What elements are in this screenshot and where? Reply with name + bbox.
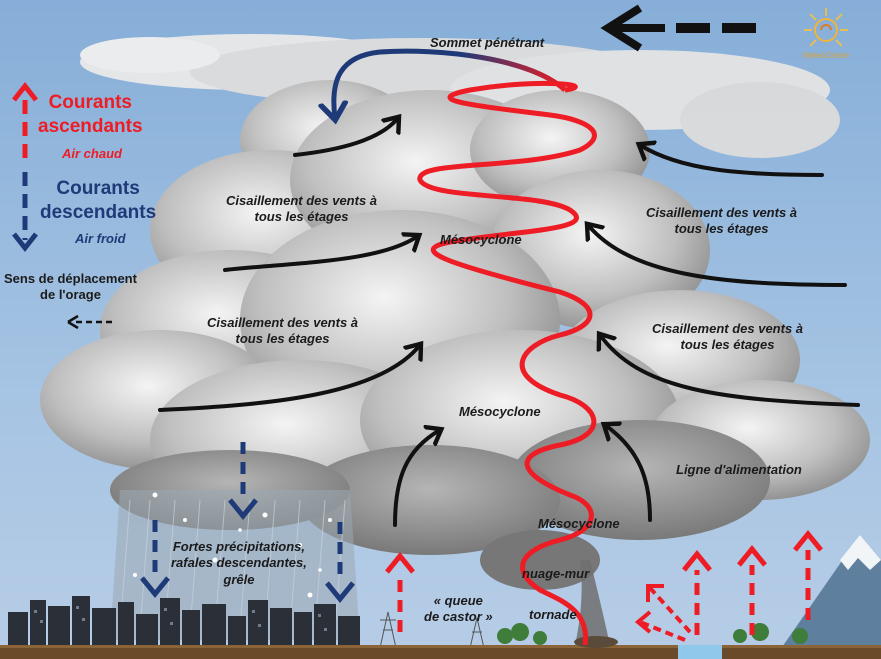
- shear-label-left-lower: Cisaillement des vents à tous les étages: [207, 315, 359, 347]
- downdraft-arrowheads: [140, 498, 355, 603]
- overshooting-top-arc: [334, 48, 567, 118]
- updraft-arrows: [397, 550, 811, 635]
- updraft-arrowheads: [385, 530, 823, 574]
- updraft-spiral: [417, 80, 597, 646]
- tornado-label: tornade: [529, 607, 577, 622]
- storm-motion-arrow: [600, 4, 756, 52]
- beaver-tail-label: « queue de castor »: [424, 593, 493, 625]
- shear-arrows-left: [158, 118, 440, 527]
- mesocyclone-label-middle: Mésocyclone: [459, 404, 541, 419]
- legend-downdraft-sub: Air froid: [75, 231, 126, 246]
- legend-updraft-sub: Air chaud: [62, 146, 122, 161]
- shear-label-right-lower: Cisaillement des vents à tous les étages: [652, 321, 804, 353]
- shear-arrows-right: [588, 145, 860, 522]
- power-pylons: [379, 611, 485, 649]
- inflow-red-arrows: [639, 586, 692, 642]
- mesocyclone-label-lower: Mésocyclone: [538, 516, 620, 531]
- precipitation-label: Fortes précipitations, rafales descendan…: [171, 539, 307, 587]
- legend-motion-arrow: [67, 314, 112, 330]
- mesocyclone-label-upper: Mésocyclone: [440, 232, 522, 247]
- city-skyline: [8, 596, 360, 648]
- wall-cloud-label: nuage-mur: [522, 566, 590, 581]
- overshooting-top-label: Sommet pénétrant: [430, 35, 545, 50]
- legend-downdraft-title: Courants descendants: [40, 178, 157, 223]
- sun-logo: [804, 8, 848, 47]
- shear-label-right-upper: Cisaillement des vents à tous les étages: [646, 205, 798, 237]
- downdraft-arrows: [152, 442, 343, 580]
- water-pool: [678, 645, 722, 659]
- legend-updraft-title: Courants ascendants: [38, 92, 143, 137]
- city-windows: [34, 606, 327, 631]
- shear-label-left-upper: Cisaillement des vents à tous les étages: [226, 193, 378, 225]
- mountain: [780, 535, 881, 650]
- legend-updraft-arrow: [12, 81, 38, 158]
- inflow-red-arrowheads: [634, 584, 664, 634]
- legend-downdraft-arrow: [12, 172, 38, 253]
- trees: [497, 623, 808, 645]
- inflow-label: Ligne d'alimentation: [676, 462, 802, 477]
- legend-motion-label: Sens de déplacement de l'orage: [4, 271, 137, 303]
- ground: [0, 645, 881, 659]
- logo-text: MeteoCentre: [803, 51, 850, 60]
- anvil-cloud: [80, 34, 840, 158]
